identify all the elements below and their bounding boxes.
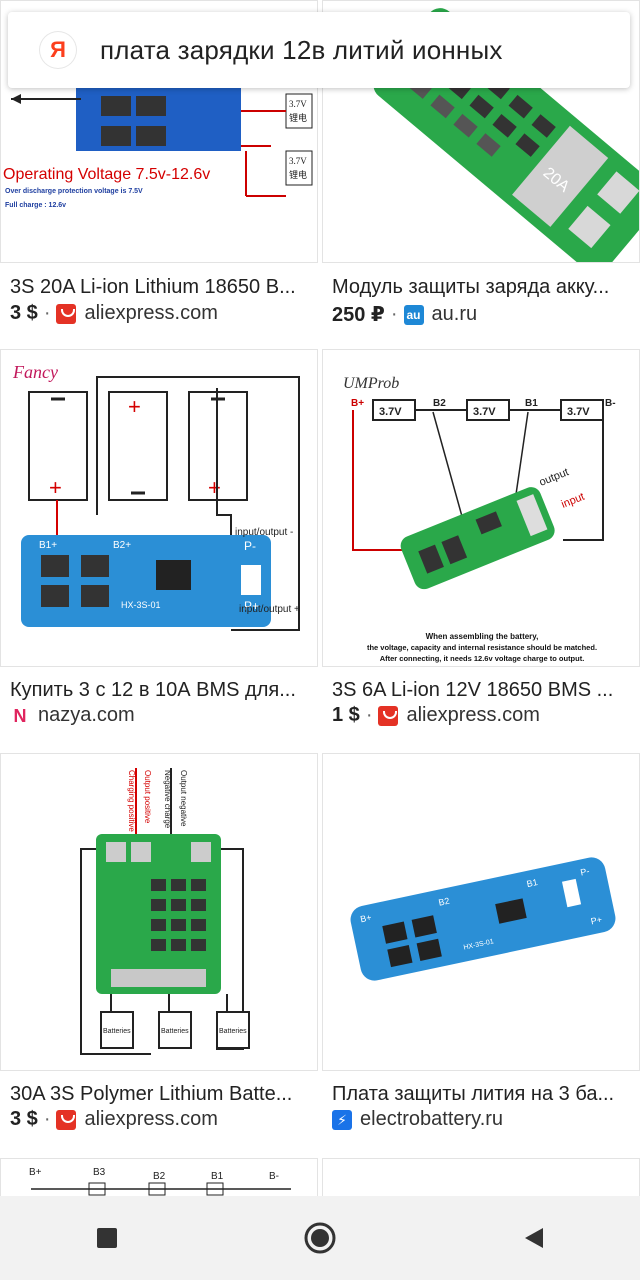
result-domain[interactable]: aliexpress.com [84, 302, 218, 324]
result-domain[interactable]: nazya.com [38, 704, 135, 726]
result-meta: 3 $ · aliexpress.com [10, 1108, 218, 1131]
result-image-partial[interactable]: B+ B3 B2 B1 B- [0, 1158, 318, 1196]
image-label: 3.7V [567, 406, 590, 418]
image-label: B1 [211, 1171, 224, 1182]
image-label: B+ [351, 398, 364, 409]
result-title[interactable]: Плата защиты лития на 3 ба... [332, 1083, 615, 1105]
image-label: B2 [433, 398, 446, 409]
home-icon[interactable] [290, 1208, 350, 1268]
separator-dot: · [390, 303, 398, 325]
result-meta: ⚡ electrobattery.ru [332, 1108, 503, 1131]
image-label: 3.7V [289, 156, 307, 166]
recent-apps-icon[interactable] [77, 1208, 137, 1268]
result-meta: N nazya.com [10, 704, 135, 727]
image-label: 3.7V [289, 99, 307, 109]
image-label: Negative charge [163, 770, 172, 829]
result-domain[interactable]: au.ru [431, 303, 478, 325]
yandex-logo-icon[interactable]: Я [40, 32, 76, 68]
image-caption: When assembling the battery, [426, 632, 539, 641]
image-label: B- [605, 398, 616, 409]
image-label: P- [579, 866, 590, 878]
separator-dot: · [43, 1108, 51, 1130]
result-meta: 3 $ · aliexpress.com [10, 302, 218, 325]
svg-text:+: + [208, 475, 221, 500]
result-title[interactable]: 3S 20A Li-ion Lithium 18650 B... [10, 276, 296, 298]
result-price: 250 ₽ [332, 304, 385, 326]
result-domain[interactable]: aliexpress.com [406, 704, 540, 726]
image-label: B2+ [113, 540, 131, 551]
image-label: B1 [525, 398, 538, 409]
image-label: Batteries [103, 1028, 131, 1035]
search-query[interactable]: плата зарядки 12в литий ионных [100, 34, 503, 65]
result-title[interactable]: Модуль защиты заряда акку... [332, 276, 610, 298]
image-label: Batteries [161, 1028, 189, 1035]
image-label: B2 [153, 1171, 166, 1182]
result-price: 3 $ [10, 1108, 38, 1130]
image-label: B- [269, 1171, 279, 1182]
svg-text:+: + [49, 475, 62, 500]
image-label: 3.7V [473, 406, 496, 418]
svg-text:+: + [128, 394, 141, 419]
image-caption: Operating Voltage 7.5v-12.6v [3, 166, 210, 183]
image-label: 锂电 [289, 169, 307, 181]
result-image[interactable]: Fancy + + + B1+ B2+ P- P+ HX-3S-01 [0, 349, 318, 667]
back-icon[interactable] [503, 1208, 563, 1268]
image-label: P+ [590, 914, 603, 926]
result-title[interactable]: 3S 6A Li-ion 12V 18650 BMS ... [332, 679, 614, 701]
search-bar[interactable]: Я плата зарядки 12в литий ионных [8, 12, 630, 88]
separator-dot: · [365, 704, 373, 726]
image-label: B2 [438, 896, 451, 908]
result-image[interactable]: UMProb B+ B2 B1 B- 3.7V 3.7V 3.7V [322, 349, 640, 667]
image-caption: Full charge : 12.6v [5, 202, 66, 209]
image-label: B1+ [39, 540, 57, 551]
image-label: P+ [244, 599, 259, 613]
separator-dot: · [43, 302, 51, 324]
result-domain[interactable]: electrobattery.ru [360, 1108, 504, 1130]
image-label: Output positive [143, 770, 152, 824]
result-image[interactable]: B+ B2 B1 P- P+ HX-3S-01 [322, 753, 640, 1071]
aliexpress-icon [378, 705, 399, 726]
image-label: 3.7V [379, 406, 402, 418]
result-image[interactable]: Output positive Charging positive Output… [0, 753, 318, 1071]
au-icon: au [403, 304, 424, 325]
image-label: HX-3S-01 [121, 600, 161, 610]
image-label: P- [244, 539, 256, 553]
image-label: Output negative [179, 770, 188, 827]
android-nav-bar [0, 1196, 640, 1280]
image-caption: After connecting, it needs 12.6v voltage… [380, 654, 585, 663]
image-label: UMProb [343, 375, 399, 392]
image-label: 锂电 [289, 112, 307, 124]
result-price: 3 $ [10, 302, 38, 324]
result-meta: 1 $ · aliexpress.com [332, 704, 540, 727]
image-caption: the voltage, capacity and internal resis… [367, 643, 597, 652]
electrobattery-icon: ⚡ [332, 1109, 352, 1130]
result-image-partial[interactable] [322, 1158, 640, 1196]
result-title[interactable]: Купить 3 с 12 в 10А BMS для... [10, 679, 296, 701]
image-label: Charging positive [127, 770, 136, 832]
image-label: input/output + [239, 604, 300, 615]
aliexpress-icon [56, 1109, 77, 1130]
result-meta: 250 ₽ · au au.ru [332, 302, 477, 327]
image-label: B+ [359, 912, 372, 924]
image-label: B1 [526, 877, 539, 889]
image-label: Fancy [12, 362, 58, 382]
image-caption: Over discharge protection voltage is 7.5… [5, 188, 143, 195]
image-label: B+ [29, 1167, 42, 1178]
image-label: B3 [93, 1167, 106, 1178]
result-title[interactable]: 30A 3S Polymer Lithium Batte... [10, 1083, 293, 1105]
result-domain[interactable]: aliexpress.com [84, 1108, 218, 1130]
image-label: Batteries [219, 1028, 247, 1035]
image-label: input/output - [235, 527, 293, 538]
nazya-icon: N [13, 705, 27, 726]
result-price: 1 $ [332, 704, 360, 726]
aliexpress-icon [56, 303, 77, 324]
